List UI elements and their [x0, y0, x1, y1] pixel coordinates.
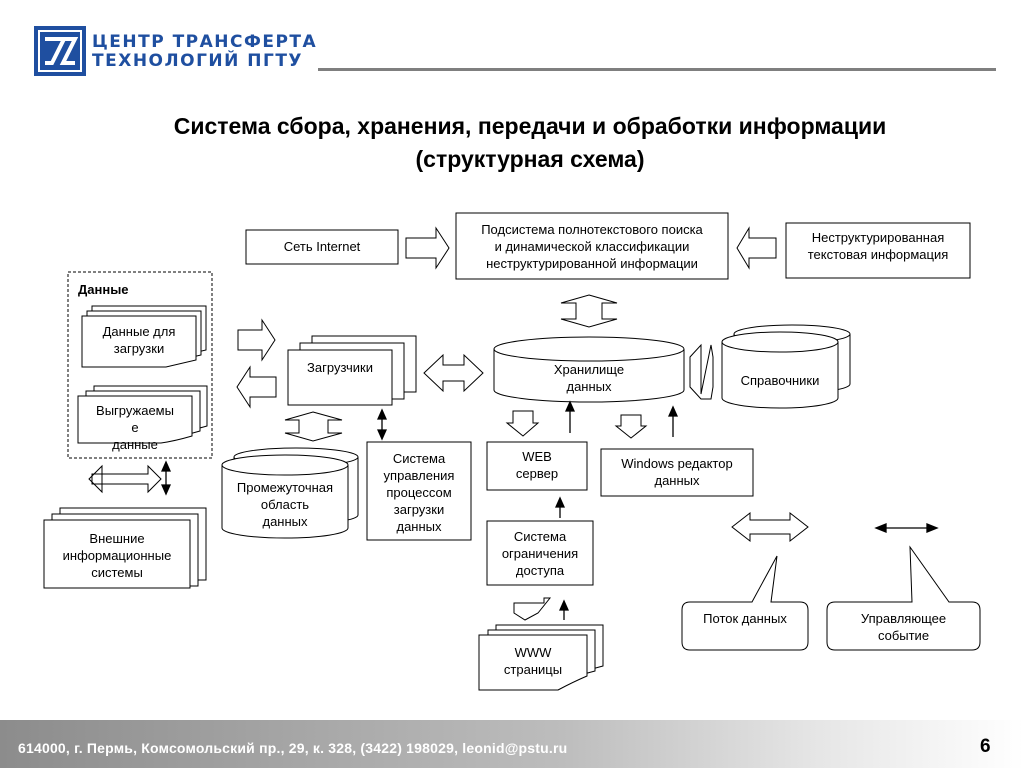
logo-icon	[34, 26, 86, 76]
header-divider	[318, 68, 996, 71]
directories-label: Справочники	[740, 373, 820, 388]
access-control-line: Система	[513, 529, 567, 544]
external-systems-box	[43, 507, 207, 589]
load-control-line: управления	[383, 468, 455, 483]
arrow-access-www	[513, 597, 552, 621]
internet-box	[245, 229, 399, 265]
windows-editor-label: Windows редактор данных	[601, 455, 753, 489]
staging-line: область	[260, 497, 310, 512]
storage-cylinder	[493, 336, 685, 403]
page-number: 6	[980, 736, 991, 757]
legend-control-line: Управляющее	[860, 611, 947, 626]
www-pages-doc	[478, 624, 604, 691]
load-control-line: данных	[396, 519, 442, 534]
access-control-line: доступа	[515, 563, 565, 578]
export-data-doc	[77, 385, 208, 444]
loaders-label: Загрузчики	[307, 360, 373, 375]
export-data-line: данные	[112, 437, 158, 452]
unstructured-line: Неструктурированная	[811, 230, 945, 245]
web-server-line: WEB	[522, 449, 552, 464]
staging-label: Промежуточная область данных	[222, 479, 348, 530]
access-control-box	[486, 520, 594, 586]
access-control-line: ограничения	[501, 546, 579, 561]
arrow-search-storage	[560, 294, 618, 328]
data-group-label: Данные	[78, 282, 129, 297]
www-pages-line: WWW	[514, 645, 552, 660]
web-server-line: сервер	[515, 466, 559, 481]
web-server-label: WEB сервер	[487, 448, 587, 482]
www-pages-line: страницы	[503, 662, 563, 677]
access-control-label: Система ограничения доступа	[487, 528, 593, 579]
export-data-line: Выгружаемы	[96, 403, 174, 418]
internet-label: Сеть Internet	[283, 239, 361, 254]
arrow-internet-to-search	[405, 226, 450, 270]
staging-line: данных	[262, 514, 308, 529]
brand-line-2: ТЕХНОЛОГИЙ ПГТУ	[92, 51, 304, 71]
footer-address: 614000, г. Пермь, Комсомольский пр., 29,…	[18, 740, 568, 756]
export-data-line: е	[131, 420, 139, 435]
brand-name: ЦЕНТР ТРАНСФЕРТА ТЕХНОЛОГИЙ ПГТУ	[92, 33, 317, 71]
storage-label: Хранилище данных	[494, 361, 684, 395]
upload-data-doc	[81, 305, 207, 368]
windows-editor-box	[600, 448, 754, 497]
search-subsystem-box	[455, 212, 729, 280]
unstructured-box	[785, 222, 971, 279]
structure-diagram	[43, 212, 981, 691]
slide-title: Система сбора, хранения, передачи и обра…	[100, 110, 960, 176]
legend-control-callout	[826, 545, 981, 651]
unstructured-label: Неструктурированная текстовая информация	[786, 229, 970, 263]
load-control-box	[366, 441, 472, 541]
arrow-storage-directories	[689, 343, 714, 400]
storage-line: данных	[566, 379, 612, 394]
load-control-label: Система управления процессом загрузки да…	[367, 450, 471, 535]
external-systems-line: системы	[91, 565, 143, 580]
arrow-from-loaders	[236, 365, 277, 409]
staging-cylinder	[221, 447, 359, 539]
search-subsystem-line: неструктурированной информации	[486, 256, 698, 271]
title-line-1: Система сбора, хранения, передачи и обра…	[173, 113, 887, 139]
external-systems-label: Внешние информационные системы	[44, 530, 190, 581]
staging-line: Промежуточная	[236, 480, 334, 495]
search-subsystem-line: Подсистема полнотекстового поиска	[481, 222, 703, 237]
arrow-loaders-storage	[423, 353, 484, 393]
www-pages-label: WWW страницы	[479, 644, 587, 678]
arrow-loaders-staging	[284, 411, 343, 442]
upload-data-line: загрузки	[113, 341, 165, 356]
windows-editor-line: Windows редактор	[621, 456, 733, 471]
title-line-2: (структурная схема)	[415, 146, 645, 172]
upload-data-label: Данные для загрузки	[82, 323, 196, 357]
brand-line-1: ЦЕНТР ТРАНСФЕРТА	[92, 32, 318, 52]
arrow-unstructured-to-search	[736, 226, 777, 270]
export-data-label: Выгружаемы е данные	[78, 402, 192, 453]
external-systems-line: Внешние	[89, 531, 145, 546]
loaders-box	[287, 335, 417, 406]
arrow-data-external	[88, 464, 162, 494]
arrow-storage-web	[505, 410, 540, 437]
legend-data-flow-callout	[681, 555, 809, 651]
arrow-to-loaders	[237, 318, 276, 362]
external-systems-line: информационные	[62, 548, 172, 563]
footer-bar	[0, 720, 1024, 768]
load-control-line: Система	[392, 451, 446, 466]
load-control-line: процессом	[386, 485, 452, 500]
windows-editor-line: данных	[654, 473, 700, 488]
legend-control-label: Управляющее событие	[827, 610, 980, 644]
web-server-box	[486, 441, 588, 491]
search-subsystem-line: и динамической классификации	[494, 239, 690, 254]
legend-data-flow-label: Поток данных	[703, 611, 787, 626]
search-subsystem-label: Подсистема полнотекстового поиска и дина…	[456, 221, 728, 272]
directories-cylinder	[721, 324, 851, 409]
legend-control-line: событие	[877, 628, 930, 643]
upload-data-line: Данные для	[102, 324, 176, 339]
legend-data-flow-arrow	[731, 511, 809, 543]
load-control-line: загрузки	[393, 502, 445, 517]
unstructured-line: текстовая информация	[807, 247, 949, 262]
storage-line: Хранилище	[553, 362, 625, 377]
arrow-storage-editor	[614, 414, 648, 439]
